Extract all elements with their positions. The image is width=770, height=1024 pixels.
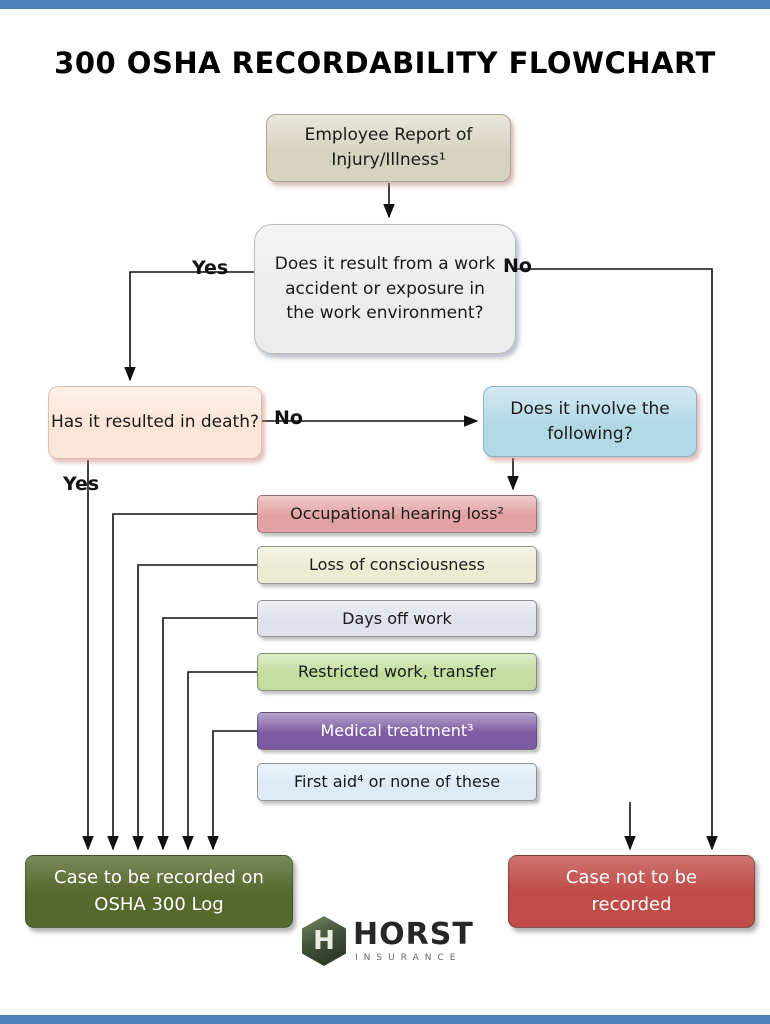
arrow-days-to-recorded xyxy=(157,617,257,851)
page-title: 300 OSHA RECORDABILITY FLOWCHART xyxy=(54,46,716,80)
arrow-yes-to-death xyxy=(124,271,254,382)
node-option-hearing-loss: Occupational hearing loss² xyxy=(257,495,537,533)
logo-name: HORST xyxy=(353,916,474,952)
edge-label-yes-top: Yes xyxy=(192,257,229,279)
horst-hexagon-icon: H xyxy=(302,916,346,966)
edge-label-no-top: No xyxy=(503,255,532,277)
node-option-restricted-work: Restricted work, transfer xyxy=(257,653,537,691)
node-option-medical-treatment: Medical treatment³ xyxy=(257,712,537,750)
arrow-restricted-to-recorded xyxy=(182,671,257,851)
logo-tagline: INSURANCE xyxy=(355,952,462,963)
node-question-involve: Does it involve the following? xyxy=(483,386,697,457)
logo-text: HORST INSURANCE xyxy=(353,916,474,963)
node-outcome-not-recorded: Case not to be recorded xyxy=(508,855,755,928)
node-question-work-accident: Does it result from a work accident or e… xyxy=(254,224,516,354)
arrow-consciousness-to-recorded xyxy=(132,564,257,851)
node-option-loss-of-consciousness: Loss of consciousness xyxy=(257,546,537,584)
node-outcome-recorded: Case to be recorded on OSHA 300 Log xyxy=(25,855,293,928)
arrow-no-to-notrecorded xyxy=(516,268,718,851)
node-option-days-off-work: Days off work xyxy=(257,600,537,637)
edge-label-yes-bottom: Yes xyxy=(63,473,100,495)
node-employee-report: Employee Report of Injury/Illness¹ xyxy=(266,114,511,182)
horst-insurance-logo: H HORST INSURANCE xyxy=(302,911,498,971)
bottom-border-bar xyxy=(0,1015,770,1024)
top-border-bar xyxy=(0,0,770,9)
edge-label-no-middle: No xyxy=(274,407,303,429)
node-option-first-aid: First aid⁴ or none of these xyxy=(257,763,537,801)
arrow-hearing-to-recorded xyxy=(107,513,257,851)
arrow-medical-to-recorded xyxy=(207,730,257,851)
node-question-death: Has it resulted in death? xyxy=(48,386,262,459)
